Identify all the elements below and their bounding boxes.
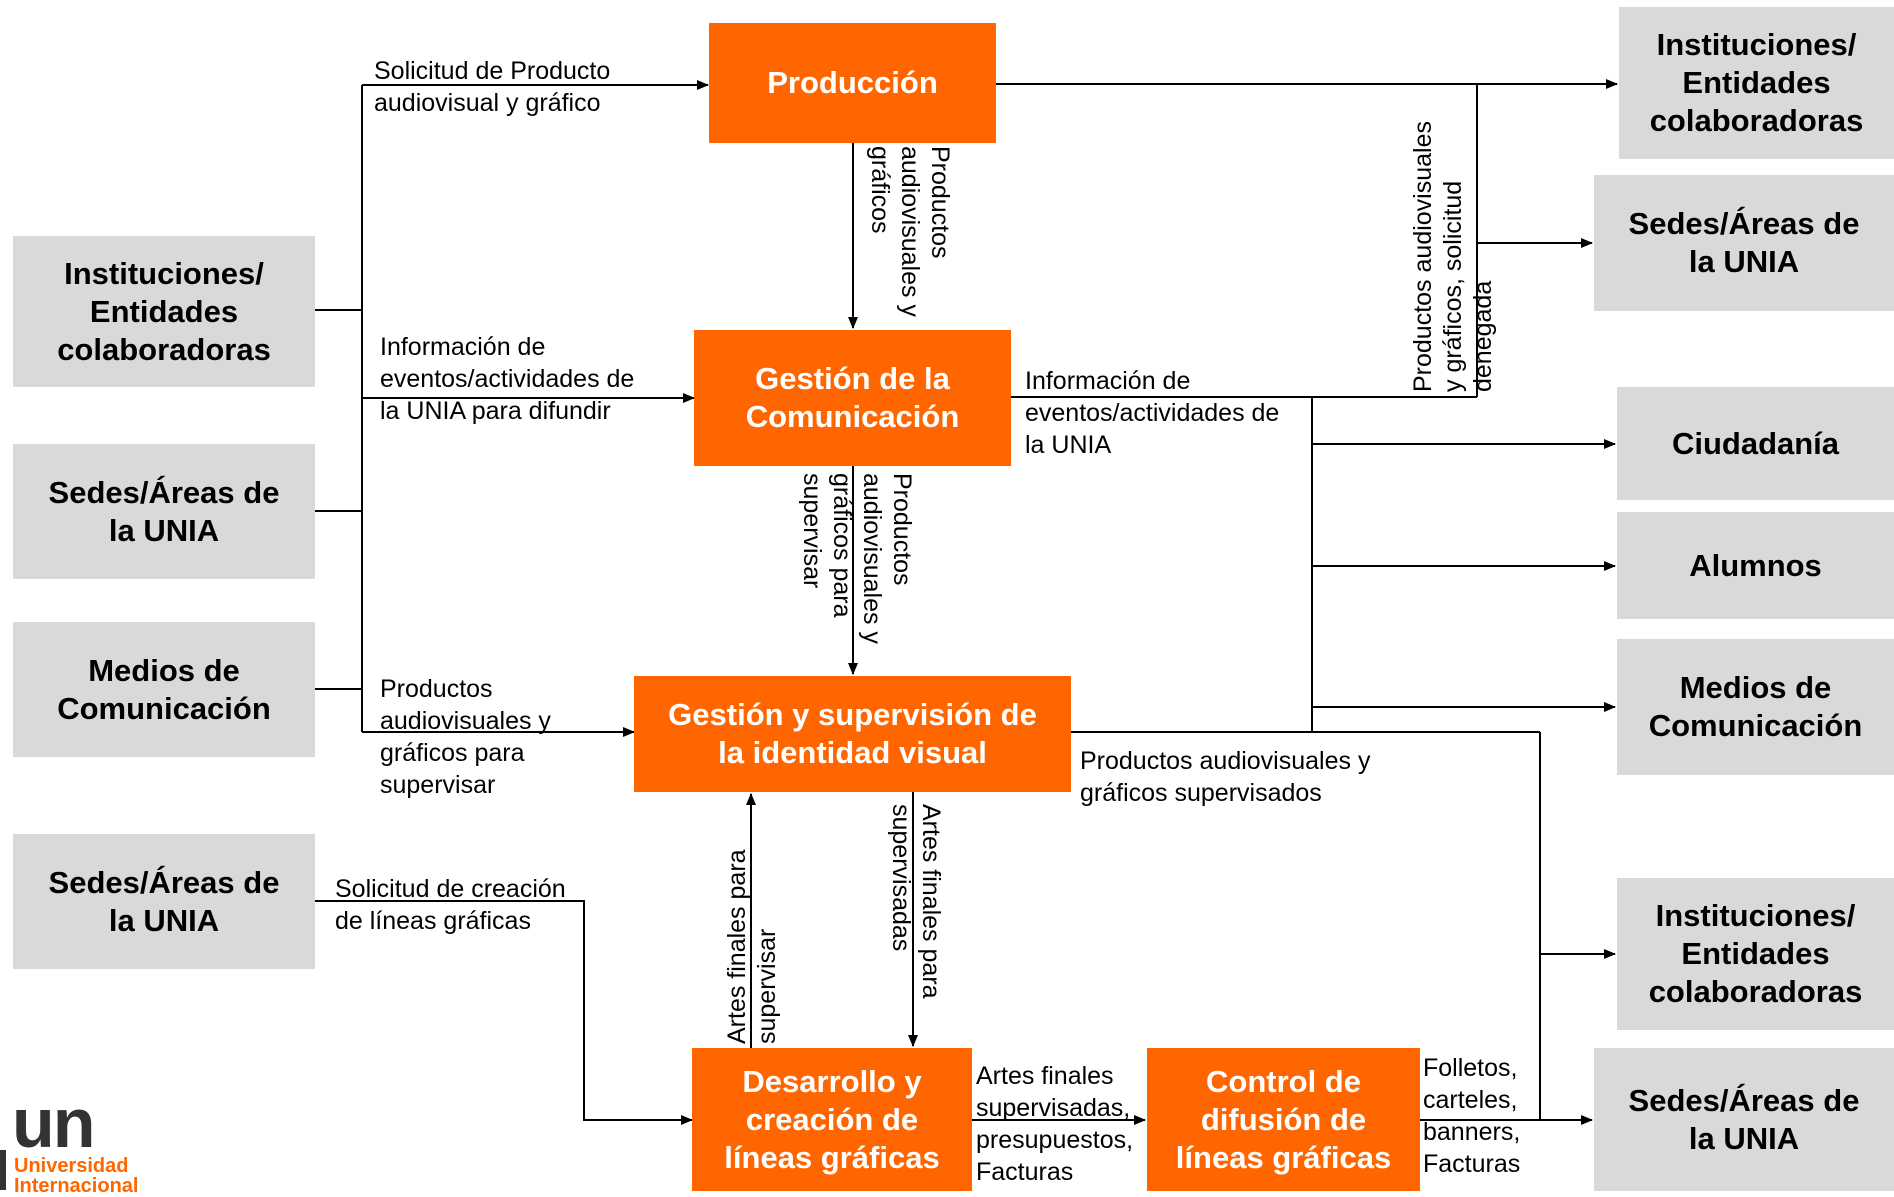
label-productos-supervisar-in: Productos audiovisuales y gráficos para … [380, 675, 551, 799]
logo-bar [0, 1150, 6, 1190]
right-entity-sedes: Sedes/Áreas de la UNIA [1594, 175, 1894, 311]
right-entity-instituciones: Instituciones/ Entidades colaboradoras [1619, 7, 1894, 159]
label-informacion-eventos-out: Información de eventos/actividades de la… [1025, 367, 1280, 459]
left-entity-medios: Medios de Comunicación [13, 622, 315, 757]
label-artes-supervisadas-v: Artes finales para supervisadas [887, 804, 945, 999]
right-entity-sedes-2: Sedes/Áreas de la UNIA [1594, 1048, 1894, 1191]
right-entity-ciudadania: Ciudadanía [1617, 387, 1894, 500]
process-control: Control de difusión de líneas gráficas [1147, 1048, 1420, 1191]
left-entity-instituciones: Instituciones/ Entidades colaboradoras [13, 236, 315, 387]
label-folletos: Folletos, carteles, banners, Facturas [1423, 1054, 1521, 1178]
label-artes-supervisadas: Artes finales supervisadas, presupuestos… [976, 1062, 1134, 1186]
process-produccion: Producción [709, 23, 996, 143]
logo-text-line1: Universidad [14, 1155, 129, 1177]
left-entity-sedes: Sedes/Áreas de la UNIA [13, 444, 315, 579]
left-entity-sedes-2: Sedes/Áreas de la UNIA [13, 834, 315, 969]
label-artes-supervisar-v: Artes finales para supervisar [723, 849, 781, 1044]
label-solicitud-producto: Solicitud de Producto audiovisual y gráf… [374, 57, 611, 117]
label-solicitud-lineas: Solicitud de creación de líneas gráficas [335, 875, 566, 935]
right-entity-instituciones-2: Instituciones/ Entidades colaboradoras [1617, 878, 1894, 1030]
right-entity-medios: Medios de Comunicación [1617, 639, 1894, 775]
label-informacion-eventos-in: Información de eventos/actividades de la… [380, 333, 635, 425]
arrow-solicitud-lineas [315, 900, 693, 1125]
logo-mark: un [12, 1084, 96, 1162]
label-productos-gestion: Productos audiovisuales y gráficos para … [798, 473, 916, 644]
right-entity-alumnos: Alumnos [1617, 512, 1894, 619]
process-desarrollo: Desarrollo y creación de líneas gráficas [692, 1048, 972, 1191]
label-productos-produccion: Productos audiovisuales y gráficos [866, 146, 954, 317]
label-productos-supervisados: Productos audiovisuales y gráficos super… [1080, 747, 1371, 807]
process-gestion-comunicacion: Gestión de la Comunicación [694, 330, 1011, 466]
label-productos-denegada: Productos audiovisuales y gráficos, soli… [1409, 121, 1497, 392]
process-identidad-visual: Gestión y supervisión de la identidad vi… [634, 676, 1071, 792]
logo-text-line2: Internacional [14, 1175, 139, 1197]
